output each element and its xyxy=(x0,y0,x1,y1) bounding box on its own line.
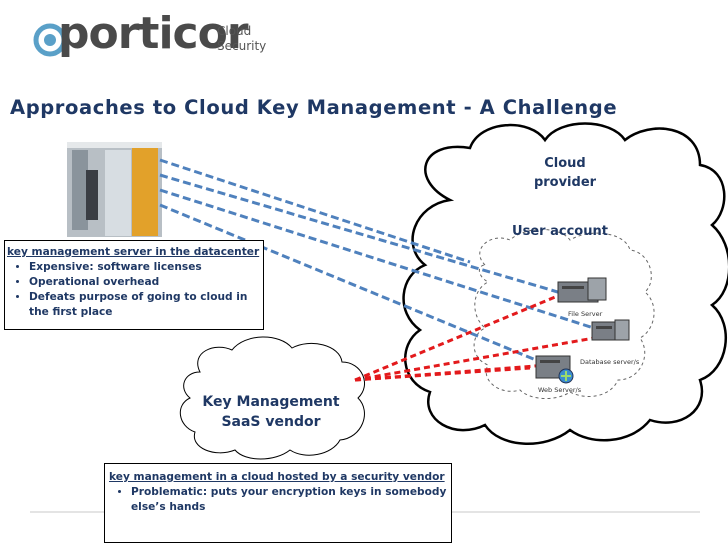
datacenter-bullet: Expensive: software licenses xyxy=(29,260,263,275)
saas-line2: SaaS vendor xyxy=(221,414,321,430)
saas-cloud-shape xyxy=(180,336,366,460)
datacenter-photo xyxy=(67,142,162,237)
saas-bullets: Problematic: puts your encryption keys i… xyxy=(109,485,451,515)
database-server-label: Database server/s xyxy=(580,358,640,366)
slide-title: Approaches to Cloud Key Management - A C… xyxy=(10,96,618,119)
saas-vendor-label: Key Management SaaS vendor xyxy=(196,392,346,432)
cloud-provider-line2: provider xyxy=(533,175,597,190)
file-server-label: File Server xyxy=(568,310,603,318)
file-server-icon xyxy=(557,277,607,303)
datacenter-callout-heading: key management server in the datacenter xyxy=(7,246,260,258)
logo-wordmark: porticor xyxy=(58,8,249,59)
datacenter-bullet: Operational overhead xyxy=(29,275,263,290)
saas-links xyxy=(354,293,601,382)
cloud-provider-label: Cloud provider xyxy=(520,154,610,192)
saas-callout: key management in a cloud hosted by a se… xyxy=(104,463,452,543)
cloud-provider-line1: Cloud xyxy=(544,156,586,171)
datacenter-links xyxy=(159,158,601,367)
saas-bullet: Problematic: puts your encryption keys i… xyxy=(131,485,451,515)
datacenter-bullets: Expensive: software licenses Operational… xyxy=(7,260,263,320)
datacenter-bullet: Defeats purpose of going to cloud in the… xyxy=(29,290,263,320)
web-server-icon xyxy=(535,355,574,384)
database-server-icon xyxy=(591,319,630,341)
saas-callout-heading: key management in a cloud hosted by a se… xyxy=(109,471,445,483)
user-account-cloud-shape xyxy=(473,229,655,399)
logo-security-word: Security xyxy=(217,39,267,53)
saas-line1: Key Management xyxy=(202,394,340,410)
user-account-label: User account xyxy=(512,224,608,239)
web-server-label: Web Server/s xyxy=(538,386,582,394)
logo-cloud-word: Cloud xyxy=(217,24,252,38)
logo-tagline: Cloud Security xyxy=(217,24,266,54)
porticor-logo-icon xyxy=(33,23,67,57)
datacenter-callout: key management server in the datacenter … xyxy=(4,240,264,330)
